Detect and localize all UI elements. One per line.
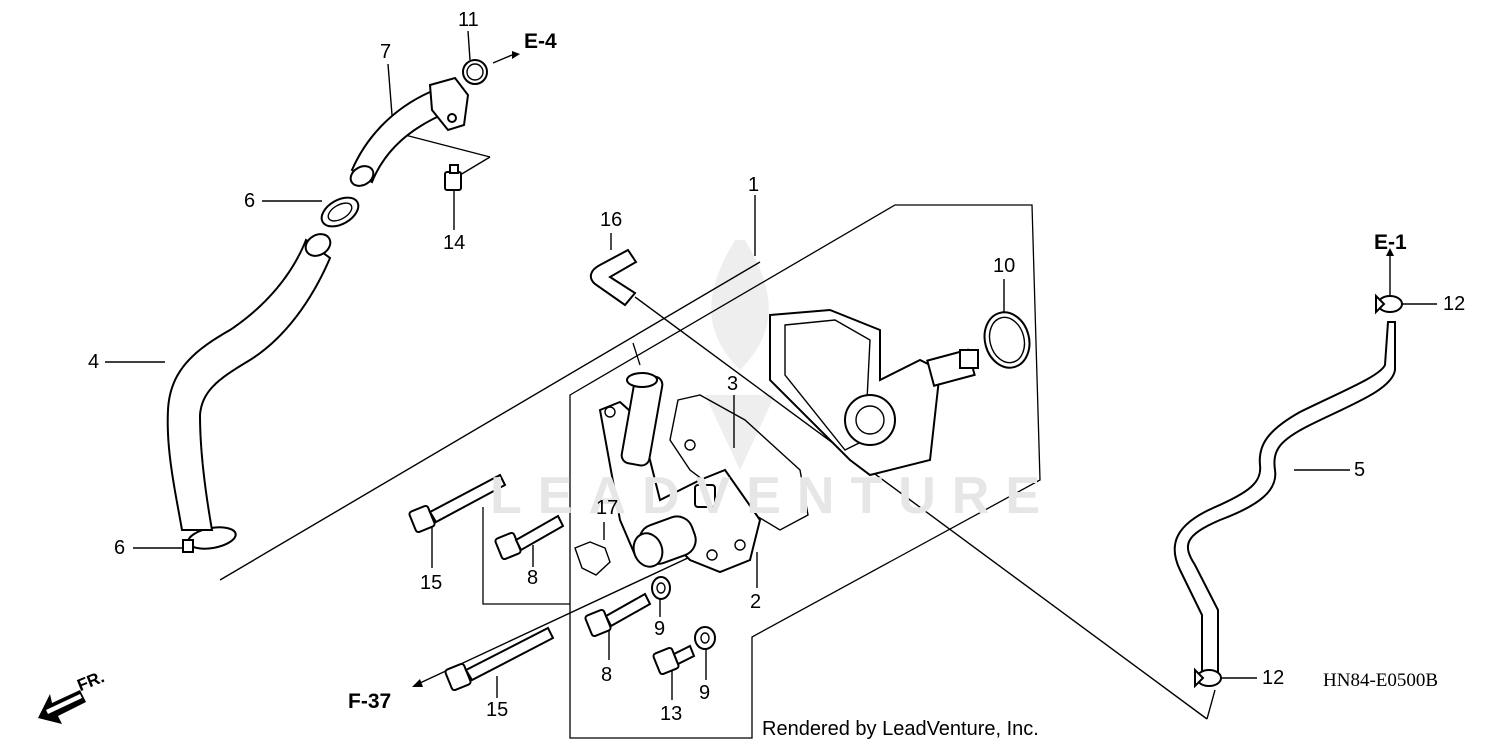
callout-13: 13 (660, 703, 683, 725)
callout-6-top: 6 (244, 190, 256, 212)
callout-15-upper: 15 (420, 572, 443, 594)
washer-9-lower (694, 626, 716, 650)
hose-5 (1173, 321, 1396, 673)
bolt-14 (444, 164, 462, 191)
callout-11: 11 (458, 9, 479, 31)
o-ring-10 (983, 311, 1031, 369)
bolt-8-upper (494, 514, 565, 561)
callout-3: 3 (727, 373, 739, 395)
sub-outline (482, 507, 570, 605)
gasket-3 (669, 394, 809, 531)
hose-clamp-6-top (320, 196, 360, 228)
ref-e1: E-1 (1374, 231, 1407, 254)
diagram-code: HN84-E0500B (1323, 670, 1439, 691)
hose-4 (166, 238, 332, 531)
bolt-13 (652, 644, 696, 676)
hose-clip-12-top (1375, 293, 1403, 315)
callout-8-upper: 8 (527, 567, 539, 589)
assembly-outline (569, 204, 1041, 739)
ref-f37: F-37 (348, 690, 392, 713)
hose-16 (589, 248, 638, 307)
washer-9-upper (651, 576, 671, 600)
callout-7: 7 (380, 41, 392, 63)
watermark-logo (705, 240, 775, 470)
callout-12-bottom: 12 (1262, 667, 1285, 689)
callout-9-lower: 9 (699, 682, 711, 704)
callout-16: 16 (600, 209, 623, 231)
pump-cover-2 (598, 372, 762, 574)
callout-12-top: 12 (1443, 293, 1466, 315)
callout-9-upper: 9 (654, 618, 666, 640)
callout-2: 2 (750, 591, 762, 613)
hose-clip-12-bottom (1194, 667, 1222, 689)
callout-6-bottom: 6 (114, 537, 126, 559)
ref-e4: E-4 (524, 30, 557, 53)
callout-8-lower: 8 (601, 664, 613, 686)
callout-14: 14 (443, 232, 466, 254)
clip-17 (574, 541, 611, 576)
leader-lines (105, 30, 1437, 720)
callout-10: 10 (993, 255, 1016, 277)
callout-5: 5 (1354, 459, 1366, 481)
front-arrow-icon (38, 690, 86, 724)
bolt-15-upper (408, 473, 507, 534)
water-pump-body (769, 308, 979, 477)
bolt-8-lower (584, 592, 652, 638)
render-credit: Rendered by LeadVenture, Inc. (762, 718, 1039, 740)
callout-1: 1 (748, 174, 760, 196)
callout-15-lower: 15 (486, 699, 509, 721)
bolt-15-lower (444, 626, 555, 692)
callout-17: 17 (596, 497, 619, 519)
water-pipe-7 (349, 76, 470, 187)
callout-4: 4 (88, 351, 100, 373)
watermark-text: LEADVENTURE (490, 467, 1057, 525)
